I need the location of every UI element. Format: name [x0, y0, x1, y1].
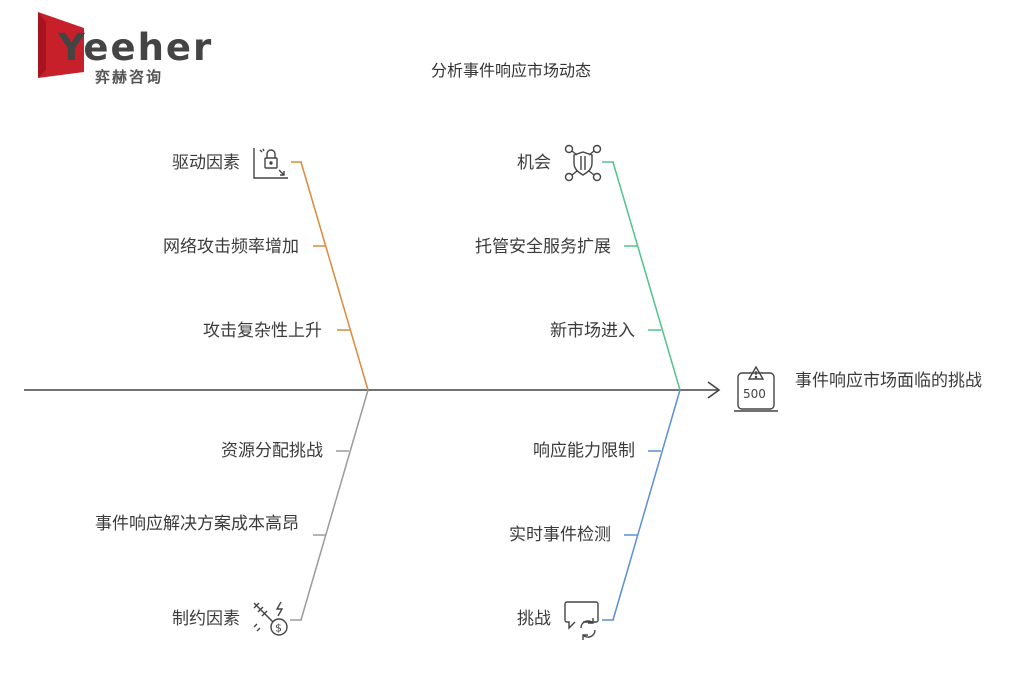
- spine-arrowhead: [707, 381, 721, 399]
- diagram-title: 分析事件响应市场动态: [430, 61, 591, 80]
- logo-red-mark: [38, 12, 84, 78]
- logo: [36, 8, 206, 88]
- challenges-item-1: 响应能力限制: [533, 441, 635, 461]
- chat-refresh-icon: [564, 601, 599, 640]
- challenges-head-label: 挑战: [517, 609, 551, 629]
- opportunities-head-label: 机会: [517, 153, 551, 173]
- dollar-syringe-icon: $: [253, 601, 288, 636]
- opportunities-item-2: 新市场进入: [550, 321, 635, 341]
- logo-wordmark: Yeeher: [58, 26, 214, 69]
- constraints-item-1: 资源分配挑战: [221, 441, 323, 461]
- logo-subtitle: 弈赫咨询: [95, 68, 164, 86]
- drivers-head-label: 驱动因素: [172, 153, 240, 173]
- svg-text:500: 500: [743, 387, 766, 401]
- branch-constraints: [290, 389, 369, 621]
- challenges-item-2: 实时事件检测: [509, 525, 611, 545]
- constraints-head-label: 制约因素: [172, 609, 240, 629]
- branch-challenges: [602, 389, 681, 621]
- svg-text:$: $: [275, 622, 282, 635]
- branch-drivers: [291, 161, 369, 391]
- lock-chart-icon: [253, 148, 288, 179]
- constraints-item-2: 事件响应解决方案成本高昂: [95, 514, 299, 534]
- branch-opportunities: [602, 161, 681, 391]
- effect-label: 事件响应市场面临的挑战: [795, 371, 982, 391]
- opportunities-item-1: 托管安全服务扩展: [475, 237, 611, 257]
- drivers-item-1: 网络攻击频率增加: [163, 237, 299, 257]
- drivers-item-2: 攻击复杂性上升: [203, 321, 322, 341]
- server-error-500-icon: 500: [734, 365, 778, 412]
- network-shield-icon: [564, 144, 602, 182]
